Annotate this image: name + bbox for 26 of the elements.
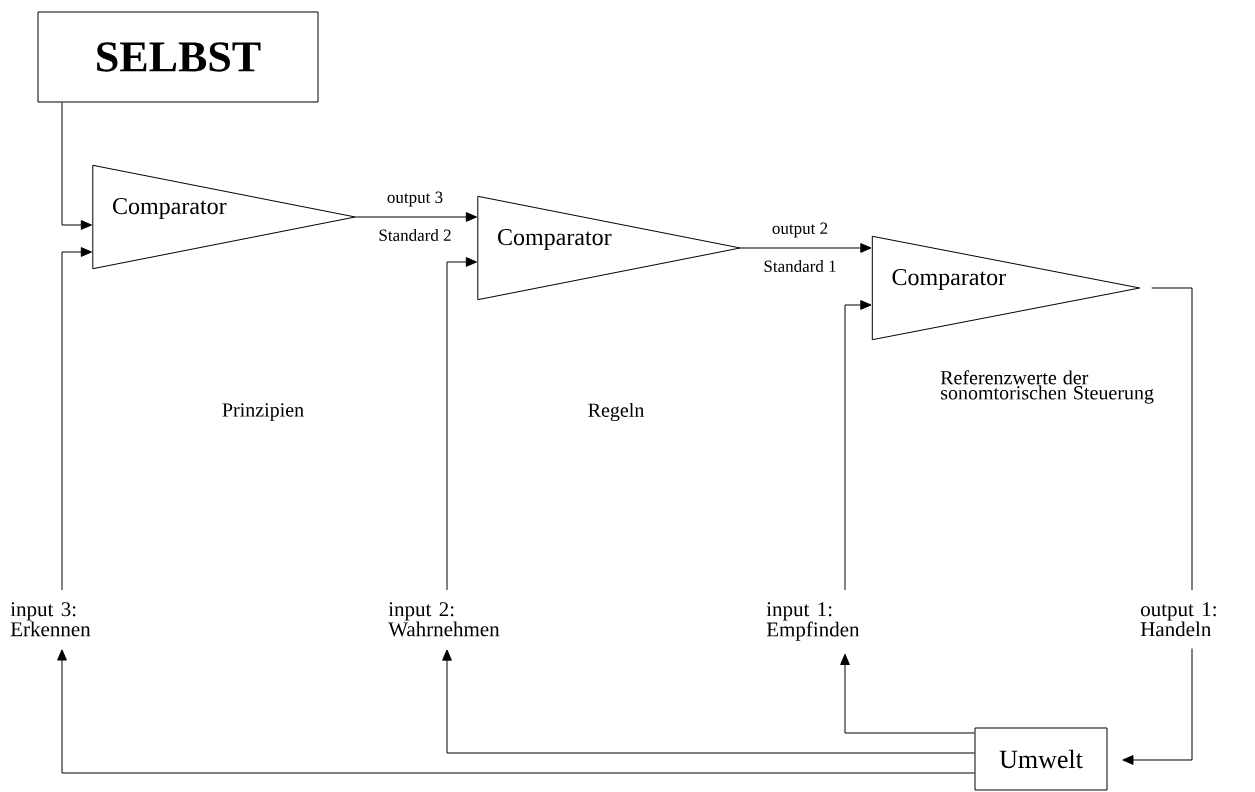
arrow [1122, 648, 1193, 765]
arrow [57, 649, 975, 774]
arrow [844, 300, 872, 591]
text-label: input 3: Erkennen [10, 602, 91, 637]
arrow [840, 653, 975, 734]
text-label: Referenzwerte der sonomtorischen Steuerung [940, 370, 1154, 404]
arrow [739, 243, 872, 253]
arrow [354, 212, 477, 222]
arrow [446, 257, 477, 591]
arrow [442, 649, 975, 754]
text-label: output 1: Handeln [1140, 602, 1216, 637]
comparator-triangle: Comparator [477, 195, 741, 301]
text-box: Umwelt [974, 727, 1108, 791]
text-label: input 2: Wahrnehmen [388, 602, 500, 637]
arrow [61, 102, 92, 230]
text-label: input 1: Empfinden [766, 602, 860, 641]
text-label: Prinzipien [222, 403, 304, 421]
text-label: Standard 1 [764, 260, 836, 272]
text-label: Regeln [588, 402, 645, 422]
comparator-triangle: Comparator [92, 164, 356, 270]
text-label: Standard 2 [379, 229, 451, 241]
text-box: SELBST [37, 11, 319, 103]
comparator-triangle: Comparator [871, 235, 1141, 341]
edge-label: output 3 [387, 191, 443, 207]
edge-label: output 2 [772, 222, 828, 238]
arrow [61, 247, 92, 591]
